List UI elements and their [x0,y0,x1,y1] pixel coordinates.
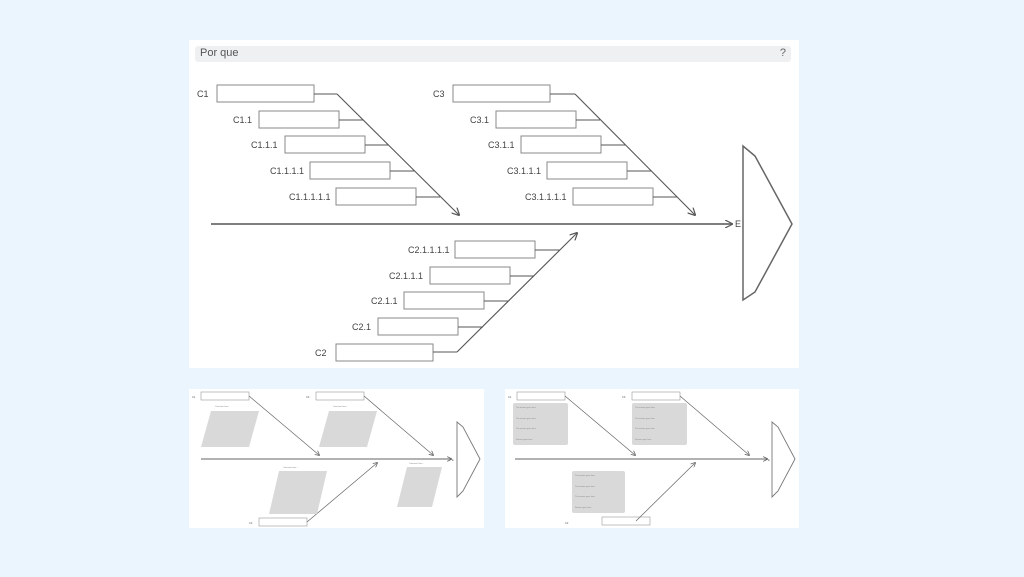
effect-head [742,144,793,302]
cause-label: C2.1.1.1.1 [408,245,450,255]
bone-c2 [456,233,577,353]
svg-text:The answer goes here: The answer goes here [575,475,596,477]
answer-card: The answer goes here The answer goes her… [513,403,568,445]
svg-text:Reason goes here: Reason goes here [575,507,592,509]
cause-label: C3.1 [470,115,489,125]
thumbnail-diagram: E C1 C3 C2 Comment here... Comment here.… [192,391,481,527]
cause-label: C1 [192,395,196,399]
cause-input-box[interactable] [309,161,391,180]
cause-c2-1[interactable]: C2.1 [352,317,483,336]
cause-c3-1[interactable]: C3.1 [470,110,600,129]
cause-label: C2 [315,348,327,358]
effect-label: E [768,458,770,462]
effect-label: E [452,458,454,462]
cause-c2-1-1[interactable]: C2.1.1 [371,291,508,310]
cause-input-box[interactable] [452,84,551,103]
svg-text:The answer goes here: The answer goes here [635,407,656,409]
template-thumbnail-2[interactable]: E C1 C3 C2 The answer goes here The answ… [505,389,799,528]
cause-label: C3.1.1 [488,140,515,150]
svg-text:The answer goes here: The answer goes here [516,418,537,420]
bone-c1 [336,93,459,215]
cause-label: C3 [306,395,310,399]
svg-text:The answer goes here: The answer goes here [516,428,537,430]
cause-label: C2.1.1.1 [389,271,423,281]
cause-c3-1-1[interactable]: C3.1.1 [488,135,625,154]
cause-input-box[interactable] [546,161,628,180]
note-text: Comment here... [215,405,230,408]
svg-text:The answer goes here: The answer goes here [635,428,656,430]
svg-text:The answer goes here: The answer goes here [575,486,596,488]
cause-input-box[interactable] [403,291,485,310]
cause-label: C1.1 [233,115,252,125]
cause-c1-1[interactable]: C1.1 [233,110,363,129]
bone-c3 [574,93,695,215]
cause-input-box[interactable] [216,84,315,103]
cause-c2-1-1-1[interactable]: C2.1.1.1 [389,266,534,285]
thumbnail-diagram: E C1 C3 C2 The answer goes here The answ… [508,391,796,526]
help-icon[interactable]: ? [779,47,786,59]
cause-c3-1-1-1-1[interactable]: C3.1.1.1.1 [525,187,677,206]
cause-input-box[interactable] [520,135,602,154]
cause-input-box[interactable] [335,343,434,362]
fishbone-diagram-panel: E C1 C1.1 C1.1.1 C1.1.1.1 C [189,40,799,368]
cause-label: C1 [508,395,512,399]
cause-c1-1-1-1[interactable]: C1.1.1.1 [270,161,414,180]
cause-label: C1.1.1 [251,140,278,150]
fishbone-diagram: E C1 C1.1 C1.1.1 C1.1.1.1 C [197,84,793,362]
svg-text:Reason goes here: Reason goes here [516,439,533,441]
effect-label: E [735,219,741,229]
note-text: Comment here... [333,405,348,408]
cause-c3-1-1-1[interactable]: C3.1.1.1 [507,161,651,180]
cause-input-box[interactable] [454,240,536,259]
cause-label: C2 [249,521,253,525]
cause-c3[interactable]: C3 [433,84,575,103]
cause-c1-1-1-1-1[interactable]: C1.1.1.1.1 [289,187,440,206]
cause-input-box[interactable] [284,135,366,154]
diagram-title-bar: Por que ? [195,46,791,62]
note-text: Comment here... [409,462,424,465]
template-thumbnail-1[interactable]: E C1 C3 C2 Comment here... Comment here.… [189,389,484,528]
cause-c1[interactable]: C1 [197,84,337,103]
cause-label: C3.1.1.1.1 [525,192,567,202]
cause-c2[interactable]: C2 [315,343,457,362]
diagram-title: Por que [200,47,239,59]
svg-text:The answer goes here: The answer goes here [516,407,537,409]
cause-input-box[interactable] [377,317,459,336]
cause-label: C1.1.1.1 [270,166,304,176]
cause-input-box[interactable] [572,187,654,206]
cause-label: C2 [565,521,569,525]
svg-text:The answer goes here: The answer goes here [635,418,656,420]
cause-label: C1.1.1.1.1 [289,192,331,202]
cause-c2-1-1-1-1[interactable]: C2.1.1.1.1 [408,240,560,259]
cause-input-box[interactable] [429,266,511,285]
cause-input-box[interactable] [258,110,340,129]
note-text: Comment here... [283,466,298,469]
cause-label: C2.1 [352,322,371,332]
cause-label: C1 [197,89,209,99]
answer-card: The answer goes here The answer goes her… [572,471,625,513]
cause-label: C3 [433,89,445,99]
cause-label: C3.1.1.1 [507,166,541,176]
cause-label: C2.1.1 [371,296,398,306]
cause-input-box[interactable] [495,110,577,129]
answer-card: The answer goes here The answer goes her… [632,403,687,445]
cause-input-box[interactable] [335,187,417,206]
svg-text:Reason goes here: Reason goes here [635,439,652,441]
cause-c1-1-1[interactable]: C1.1.1 [251,135,388,154]
svg-text:The answer goes here: The answer goes here [575,496,596,498]
cause-label: C3 [622,395,626,399]
